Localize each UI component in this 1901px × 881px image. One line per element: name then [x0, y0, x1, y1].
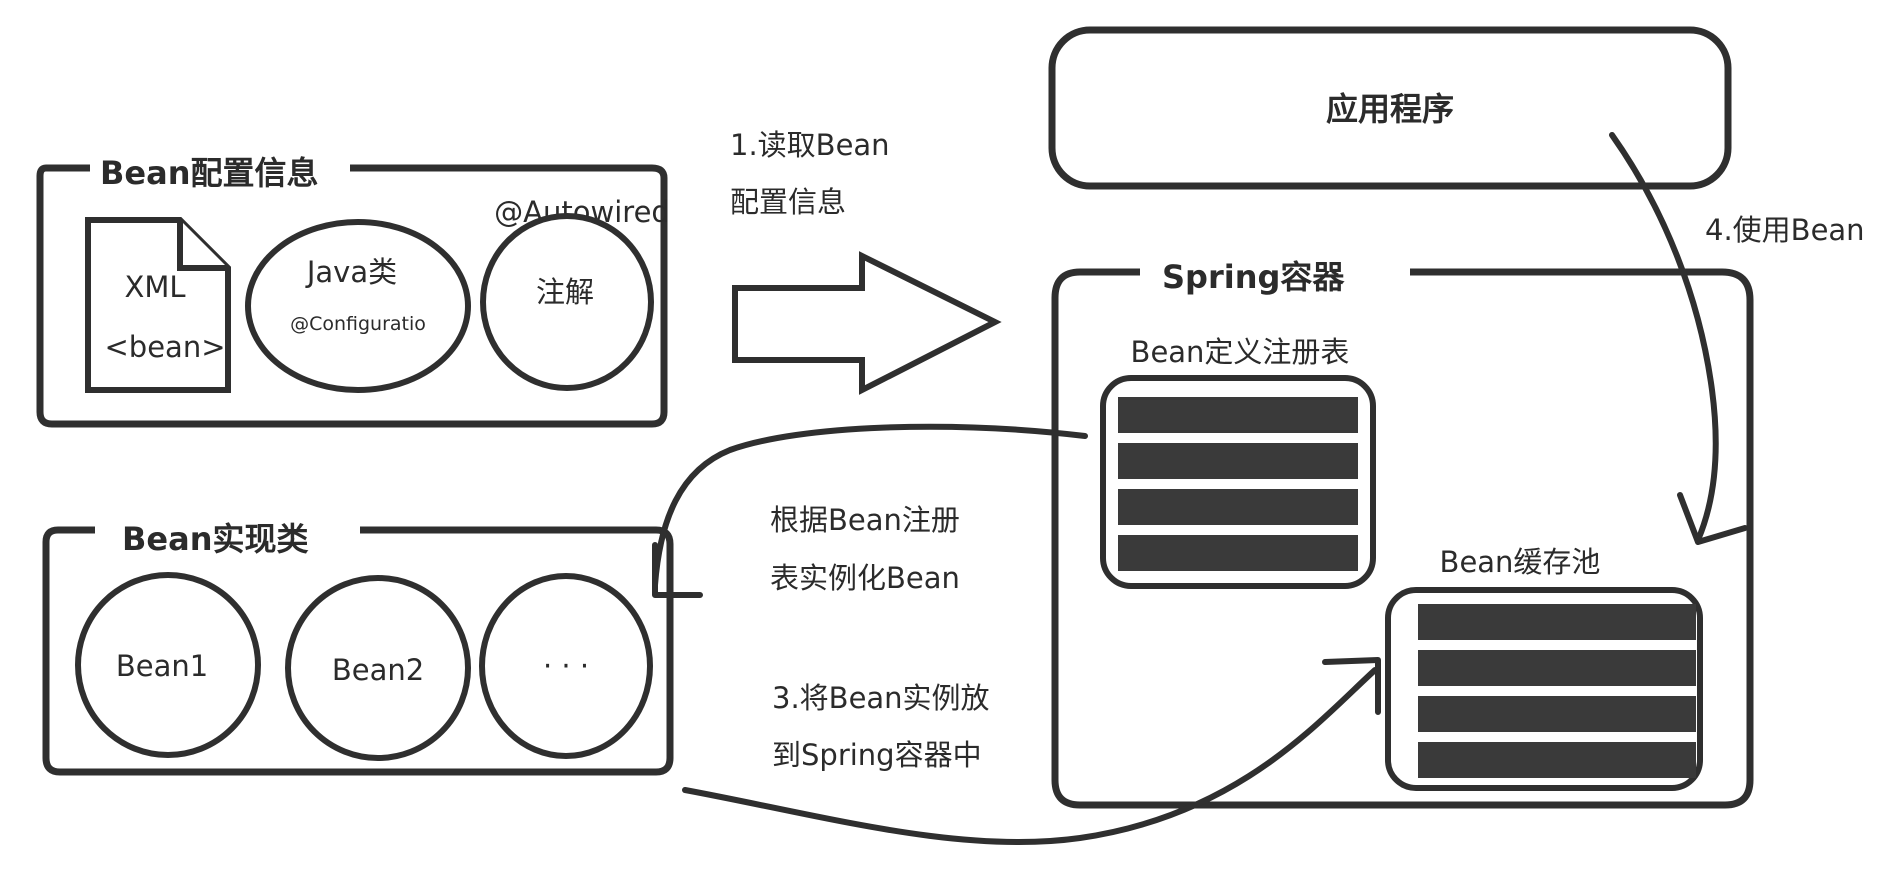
config-group-title: Bean配置信息 — [100, 154, 318, 192]
bean-definition-registry: Bean定义注册表 — [1100, 335, 1376, 589]
step2-arrow-line — [652, 423, 1088, 588]
more-beans-node: · · · — [479, 573, 653, 759]
bean-cache-pool: Bean缓存池 — [1385, 545, 1703, 791]
step3-arrow-head-icon — [1322, 657, 1381, 715]
config-group: Bean配置信息 XML <bean> Java类 @Configuratio … — [36, 154, 670, 428]
registry-rows — [1118, 397, 1358, 571]
impl-group-title: Bean实现类 — [122, 520, 308, 558]
impl-group: Bean实现类 Bean1 Bean2 · · · — [42, 520, 674, 776]
application-box — [1048, 26, 1732, 190]
step2-arrow-head-icon — [652, 542, 703, 598]
cache-pool-label: Bean缓存池 — [1440, 545, 1601, 579]
step1-line2: 配置信息 — [730, 185, 846, 219]
cache-pool-row — [1418, 696, 1696, 732]
step1-read-config: 1.读取Bean 配置信息 — [730, 128, 1002, 395]
java-configuration-label: @Configuratio — [290, 313, 426, 335]
application-title: 应用程序 — [1326, 90, 1454, 128]
cache-pool-row — [1418, 604, 1696, 640]
spring-container-title: Spring容器 — [1162, 258, 1345, 296]
step4-label: 4.使用Bean — [1705, 213, 1865, 247]
step3-put-into-container: 3.将Bean实例放 到Spring容器中 — [682, 657, 1381, 846]
annotation-node: @Autowired 注解 — [480, 195, 670, 391]
java-class-label: Java类 — [305, 255, 397, 289]
annotation-label: 注解 — [536, 275, 594, 309]
bean2-node: Bean2 — [285, 575, 471, 761]
step2-line1: 根据Bean注册 — [770, 503, 960, 537]
step1-hollow-arrow-icon — [732, 251, 1002, 395]
cache-pool-row — [1418, 742, 1696, 778]
step4-use-bean: 4.使用Bean — [1609, 132, 1865, 545]
xml-label: XML — [124, 270, 185, 304]
xml-document-icon: XML <bean> — [85, 217, 231, 393]
application-node: 应用程序 — [1048, 26, 1732, 190]
more-beans-label: · · · — [543, 649, 589, 683]
step4-arrow-head-icon — [1677, 492, 1748, 545]
step2-instantiate: 根据Bean注册 表实例化Bean — [652, 423, 1088, 598]
cache-pool-row — [1418, 650, 1696, 686]
spring-container: Spring容器 Bean定义注册表 Bean缓存池 — [1051, 258, 1754, 809]
java-class-node: Java类 @Configuratio — [245, 219, 471, 393]
step3-arrow-line — [682, 667, 1378, 846]
step3-line2: 到Spring容器中 — [772, 738, 982, 772]
registry-row — [1118, 397, 1358, 433]
xml-bean-tag: <bean> — [105, 330, 226, 364]
bean1-node: Bean1 — [75, 572, 261, 758]
registry-row — [1118, 535, 1358, 571]
registry-row — [1118, 489, 1358, 525]
step1-line1: 1.读取Bean — [730, 128, 890, 162]
cache-pool-rows — [1418, 604, 1696, 778]
step2-line2: 表实例化Bean — [770, 561, 960, 595]
bean2-label: Bean2 — [332, 653, 424, 687]
bean1-label: Bean1 — [116, 649, 208, 683]
step4-arrow-line — [1609, 132, 1719, 543]
registry-row — [1118, 443, 1358, 479]
registry-label: Bean定义注册表 — [1131, 335, 1350, 369]
step3-line1: 3.将Bean实例放 — [772, 681, 990, 715]
